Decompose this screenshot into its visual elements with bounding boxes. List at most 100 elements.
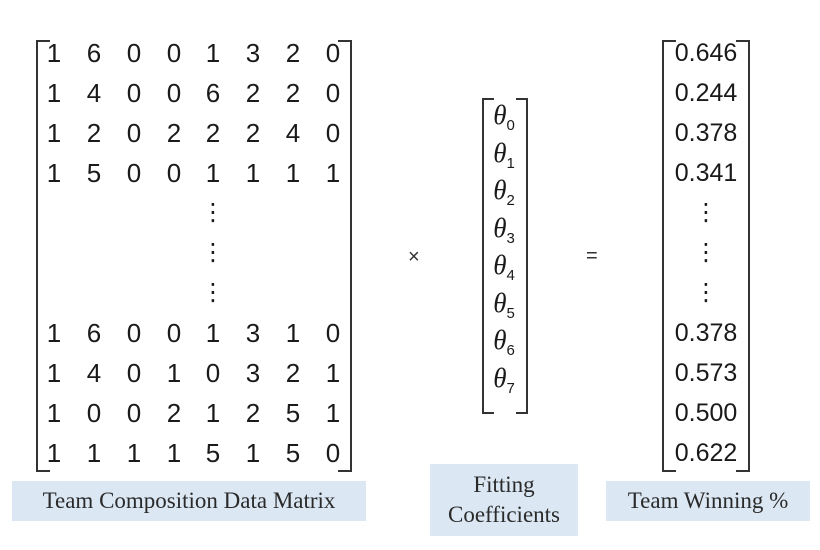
coefficient-theta: θ0 bbox=[482, 100, 526, 134]
matrix-cell: 1 bbox=[46, 38, 62, 68]
matrix-cell: 6 bbox=[86, 38, 102, 68]
matrix-cell: 1 bbox=[245, 158, 261, 188]
matrix-cell: 0 bbox=[126, 398, 142, 428]
matrix-cell: 1 bbox=[46, 118, 62, 148]
matrix-cell: 1 bbox=[46, 398, 62, 428]
matrix-cell: 1 bbox=[46, 318, 62, 348]
equals-operator: = bbox=[586, 245, 598, 267]
matrix-cell: 3 bbox=[245, 358, 261, 388]
result-value: 0.500 bbox=[674, 399, 738, 427]
matrix-cell: 1 bbox=[325, 398, 341, 428]
matrix-label: Team Composition Data Matrix bbox=[12, 481, 366, 521]
result-value: 0.622 bbox=[674, 439, 738, 467]
matrix-cell: 3 bbox=[245, 318, 261, 348]
matrix-cell: 0 bbox=[325, 38, 341, 68]
result-ellipsis: ⋮ bbox=[694, 279, 718, 306]
result-value: 0.646 bbox=[674, 39, 738, 67]
matrix-cell: 1 bbox=[126, 438, 142, 468]
matrix-cell: 2 bbox=[166, 118, 182, 148]
theta-index: 2 bbox=[506, 192, 515, 209]
theta-symbol: θ bbox=[493, 325, 507, 355]
matrix-cell: 1 bbox=[46, 78, 62, 108]
matrix-cell: 0 bbox=[126, 38, 142, 68]
theta-symbol: θ bbox=[493, 287, 507, 318]
matrix-cell: 1 bbox=[46, 438, 62, 468]
theta-symbol: θ bbox=[493, 175, 507, 205]
results-label: Team Winning % bbox=[606, 481, 810, 521]
result-value: 0.341 bbox=[674, 159, 738, 187]
matrix-ellipsis: ⋮ bbox=[201, 199, 225, 226]
matrix-cell: 1 bbox=[46, 358, 62, 388]
coefficient-theta: θ3 bbox=[482, 213, 526, 247]
coefficient-theta: θ6 bbox=[482, 325, 526, 359]
matrix-cell: 1 bbox=[46, 158, 62, 188]
matrix-cell: 0 bbox=[126, 118, 142, 148]
matrix-cell: 2 bbox=[245, 78, 261, 108]
matrix-cell: 0 bbox=[325, 78, 341, 108]
matrix-left-bracket bbox=[36, 40, 50, 472]
matrix-cell: 0 bbox=[126, 158, 142, 188]
matrix-cell: 2 bbox=[166, 398, 182, 428]
coefficients-label-line1: Fitting bbox=[473, 472, 535, 497]
matrix-cell: 5 bbox=[86, 158, 102, 188]
matrix-cell: 1 bbox=[205, 38, 221, 68]
matrix-cell: 2 bbox=[245, 118, 261, 148]
theta-symbol: θ bbox=[493, 137, 507, 168]
matrix-cell: 1 bbox=[166, 358, 182, 388]
matrix-cell: 2 bbox=[285, 78, 301, 108]
matrix-cell: 1 bbox=[285, 318, 301, 348]
matrix-cell: 0 bbox=[205, 358, 221, 388]
matrix-cell: 0 bbox=[126, 318, 142, 348]
matrix-cell: 2 bbox=[245, 398, 261, 428]
results-left-bracket bbox=[662, 40, 676, 472]
result-value: 0.378 bbox=[674, 119, 738, 147]
matrix-cell: 1 bbox=[205, 318, 221, 348]
matrix-cell: 1 bbox=[325, 358, 341, 388]
coefficient-theta: θ1 bbox=[482, 138, 526, 172]
theta-symbol: θ bbox=[493, 250, 507, 280]
matrix-cell: 2 bbox=[86, 118, 102, 148]
coefficient-theta: θ2 bbox=[482, 175, 526, 209]
matrix-cell: 0 bbox=[166, 78, 182, 108]
matrix-cell: 5 bbox=[285, 398, 301, 428]
theta-index: 4 bbox=[506, 267, 515, 284]
coefficient-theta: θ7 bbox=[482, 363, 526, 397]
matrix-cell: 5 bbox=[285, 438, 301, 468]
matrix-cell: 1 bbox=[245, 438, 261, 468]
matrix-right-bracket bbox=[338, 40, 352, 472]
theta-index: 7 bbox=[506, 379, 515, 397]
matrix-cell: 6 bbox=[205, 78, 221, 108]
theta-index: 0 bbox=[506, 117, 515, 134]
result-value: 0.244 bbox=[674, 79, 738, 107]
matrix-cell: 0 bbox=[166, 38, 182, 68]
theta-index: 1 bbox=[506, 154, 515, 172]
matrix-cell: 1 bbox=[205, 158, 221, 188]
matrix-cell: 0 bbox=[166, 318, 182, 348]
matrix-cell: 4 bbox=[285, 118, 301, 148]
coefficients-label-line2: Coefficients bbox=[448, 502, 560, 527]
coefficients-right-bracket bbox=[516, 98, 528, 414]
theta-symbol: θ bbox=[493, 100, 507, 130]
theta-symbol: θ bbox=[493, 362, 507, 393]
matrix-cell: 2 bbox=[285, 38, 301, 68]
matrix-cell: 5 bbox=[205, 438, 221, 468]
matrix-cell: 2 bbox=[205, 118, 221, 148]
coefficients-left-bracket bbox=[482, 98, 494, 414]
matrix-cell: 4 bbox=[86, 78, 102, 108]
matrix-cell: 6 bbox=[86, 318, 102, 348]
result-ellipsis: ⋮ bbox=[694, 199, 718, 226]
matrix-cell: 0 bbox=[126, 358, 142, 388]
results-right-bracket bbox=[736, 40, 750, 472]
matrix-cell: 1 bbox=[325, 158, 341, 188]
result-value: 0.573 bbox=[674, 359, 738, 387]
matrix-cell: 0 bbox=[166, 158, 182, 188]
result-ellipsis: ⋮ bbox=[694, 239, 718, 266]
coefficients-label: Fitting Coefficients bbox=[430, 464, 578, 536]
matrix-cell: 0 bbox=[325, 318, 341, 348]
matrix-cell: 3 bbox=[245, 38, 261, 68]
matrix-cell: 1 bbox=[285, 158, 301, 188]
result-value: 0.378 bbox=[674, 319, 738, 347]
matrix-cell: 0 bbox=[325, 438, 341, 468]
matrix-cell: 4 bbox=[86, 358, 102, 388]
